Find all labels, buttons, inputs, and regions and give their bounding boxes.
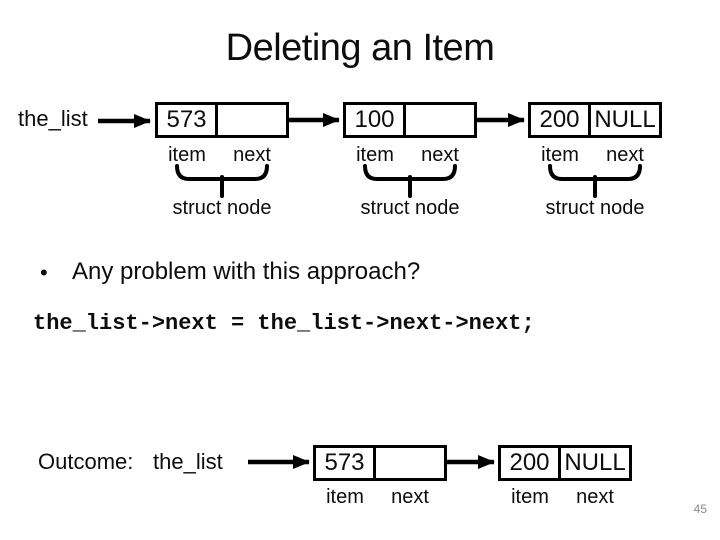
node3-item-cell: 200 <box>539 106 580 133</box>
outcome-node-2: 200 NULL <box>498 445 632 481</box>
outcome-node2-next-label: next <box>576 486 614 508</box>
bullet-text: Any problem with this approach? <box>72 258 421 285</box>
list-node-1: 573 <box>155 102 289 138</box>
node3-item-label: item <box>541 144 579 166</box>
outcome-node2-item-cell: 200 <box>509 449 550 476</box>
node2-item-cell: 100 <box>354 106 395 133</box>
outcome-pointer-label-the-list: the_list <box>153 449 223 474</box>
bullet-marker-icon: • <box>40 260 48 285</box>
node3-next-cell: NULL <box>588 105 659 135</box>
struct-brace-node3-icon <box>548 164 642 198</box>
node2-next-cell <box>403 105 474 135</box>
outcome-node-1: 573 <box>313 445 447 481</box>
bullet-item: • Any problem with this approach? <box>40 258 420 286</box>
outcome-node1-next-cell <box>373 448 444 478</box>
node1-item-cell: 573 <box>166 106 207 133</box>
node1-next-label: next <box>233 144 271 166</box>
node3-struct-label: struct node <box>545 197 645 219</box>
node1-item-label: item <box>168 144 206 166</box>
node3-next-label: next <box>606 144 644 166</box>
outcome-node1-item-label: item <box>326 486 364 508</box>
list-node-3: 200 NULL <box>528 102 662 138</box>
list-node-2: 100 <box>343 102 477 138</box>
pointer-label-the-list: the_list <box>18 106 88 131</box>
node2-item-label: item <box>356 144 394 166</box>
struct-brace-node1-icon <box>175 164 269 198</box>
node2-struct-label: struct node <box>360 197 460 219</box>
outcome-node2-next-cell: NULL <box>558 448 629 478</box>
node1-next-cell <box>215 105 286 135</box>
struct-brace-node2-icon <box>363 164 457 198</box>
outcome-label: Outcome: <box>38 449 134 474</box>
page-number: 45 <box>693 502 707 516</box>
code-statement: the_list->next = the_list->next->next; <box>33 311 535 336</box>
outcome-node1-next-label: next <box>391 486 429 508</box>
node1-struct-label: struct node <box>172 197 272 219</box>
outcome-node2-item-label: item <box>511 486 549 508</box>
outcome-node1-item-cell: 573 <box>324 449 365 476</box>
page-title: Deleting an Item <box>225 27 495 69</box>
node2-next-label: next <box>421 144 459 166</box>
